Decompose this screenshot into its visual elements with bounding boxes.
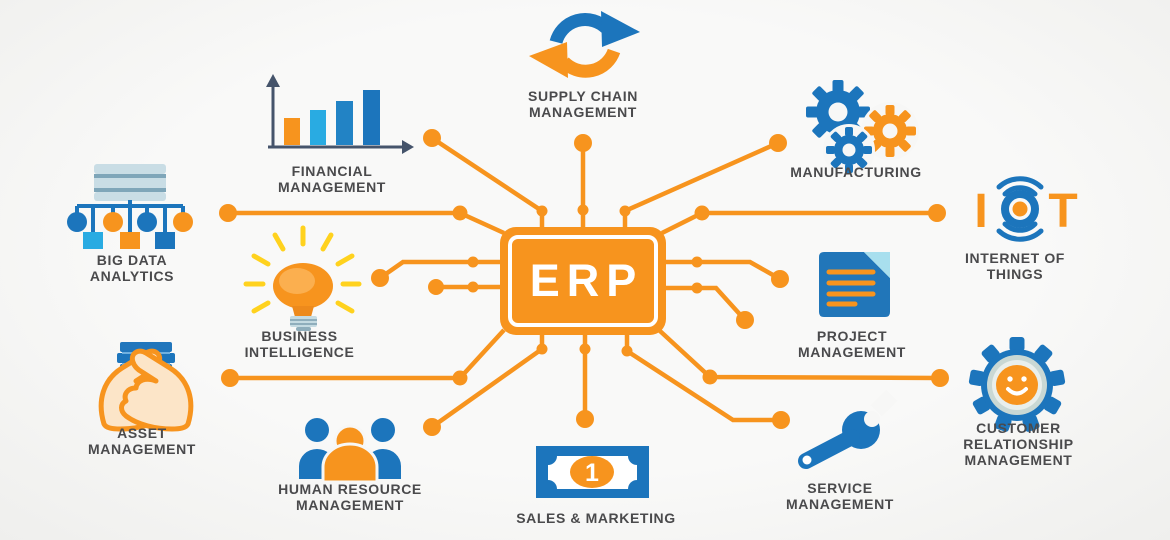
label-human-resource: HUMAN RESOURCE MANAGEMENT xyxy=(278,481,422,513)
supply-chain-icon xyxy=(529,11,640,78)
banknote-value: 1 xyxy=(585,459,599,487)
label-asset: ASSET MANAGEMENT xyxy=(88,425,196,457)
connector-project xyxy=(666,256,789,288)
connector-crm xyxy=(658,329,949,387)
connector-service xyxy=(621,335,790,429)
label-supply-chain: SUPPLY CHAIN MANAGEMENT xyxy=(528,88,638,120)
connector-sales-marketing xyxy=(576,335,594,428)
connector-financial xyxy=(423,129,548,227)
connector-manufacturing xyxy=(619,134,787,227)
smiley-gear-icon xyxy=(968,337,1066,432)
label-business-intelligence: BUSINESS INTELLIGENCE xyxy=(244,328,355,360)
connector-right-stub xyxy=(666,282,754,329)
iot-letter-t: T xyxy=(1048,185,1077,238)
connector-business-intelligence xyxy=(371,256,500,287)
label-project: PROJECT MANAGEMENT xyxy=(798,328,906,360)
label-crm: CUSTOMER RELATIONSHIP MANAGEMENT xyxy=(963,420,1074,468)
label-service: SERVICE MANAGEMENT xyxy=(786,480,894,512)
data-tree-icon xyxy=(67,164,193,249)
erp-center-box: ERP xyxy=(500,227,666,335)
bar-chart-icon xyxy=(266,74,414,154)
right-hand xyxy=(119,348,194,432)
erp-inner-border xyxy=(508,235,658,327)
connector-human-resource xyxy=(423,335,548,436)
banknote-icon: 1 xyxy=(536,446,649,498)
connector-iot xyxy=(660,204,946,236)
erp-title: ERP xyxy=(529,255,644,306)
iot-signal-icon: I T xyxy=(974,176,1078,242)
lightbulb-icon xyxy=(243,225,362,331)
document-icon xyxy=(819,252,890,317)
people-icon xyxy=(299,418,401,484)
label-sales-marketing: SALES & MARKETING xyxy=(516,510,676,526)
iot-letter-i: I xyxy=(974,185,987,238)
label-big-data: BIG DATA ANALYTICS xyxy=(89,252,175,284)
label-iot: INTERNET OF THINGS xyxy=(965,250,1065,282)
connector-left-stub xyxy=(428,279,500,295)
label-financial: FINANCIAL MANAGEMENT xyxy=(278,163,386,195)
connector-supply-chain xyxy=(574,134,592,227)
connector-asset xyxy=(221,328,506,387)
gears-icon xyxy=(806,80,919,176)
wrench-icon xyxy=(798,389,898,469)
hands-stack-icon xyxy=(98,342,194,432)
connector-big-data xyxy=(219,204,505,236)
label-manufacturing: MANUFACTURING xyxy=(790,164,922,180)
